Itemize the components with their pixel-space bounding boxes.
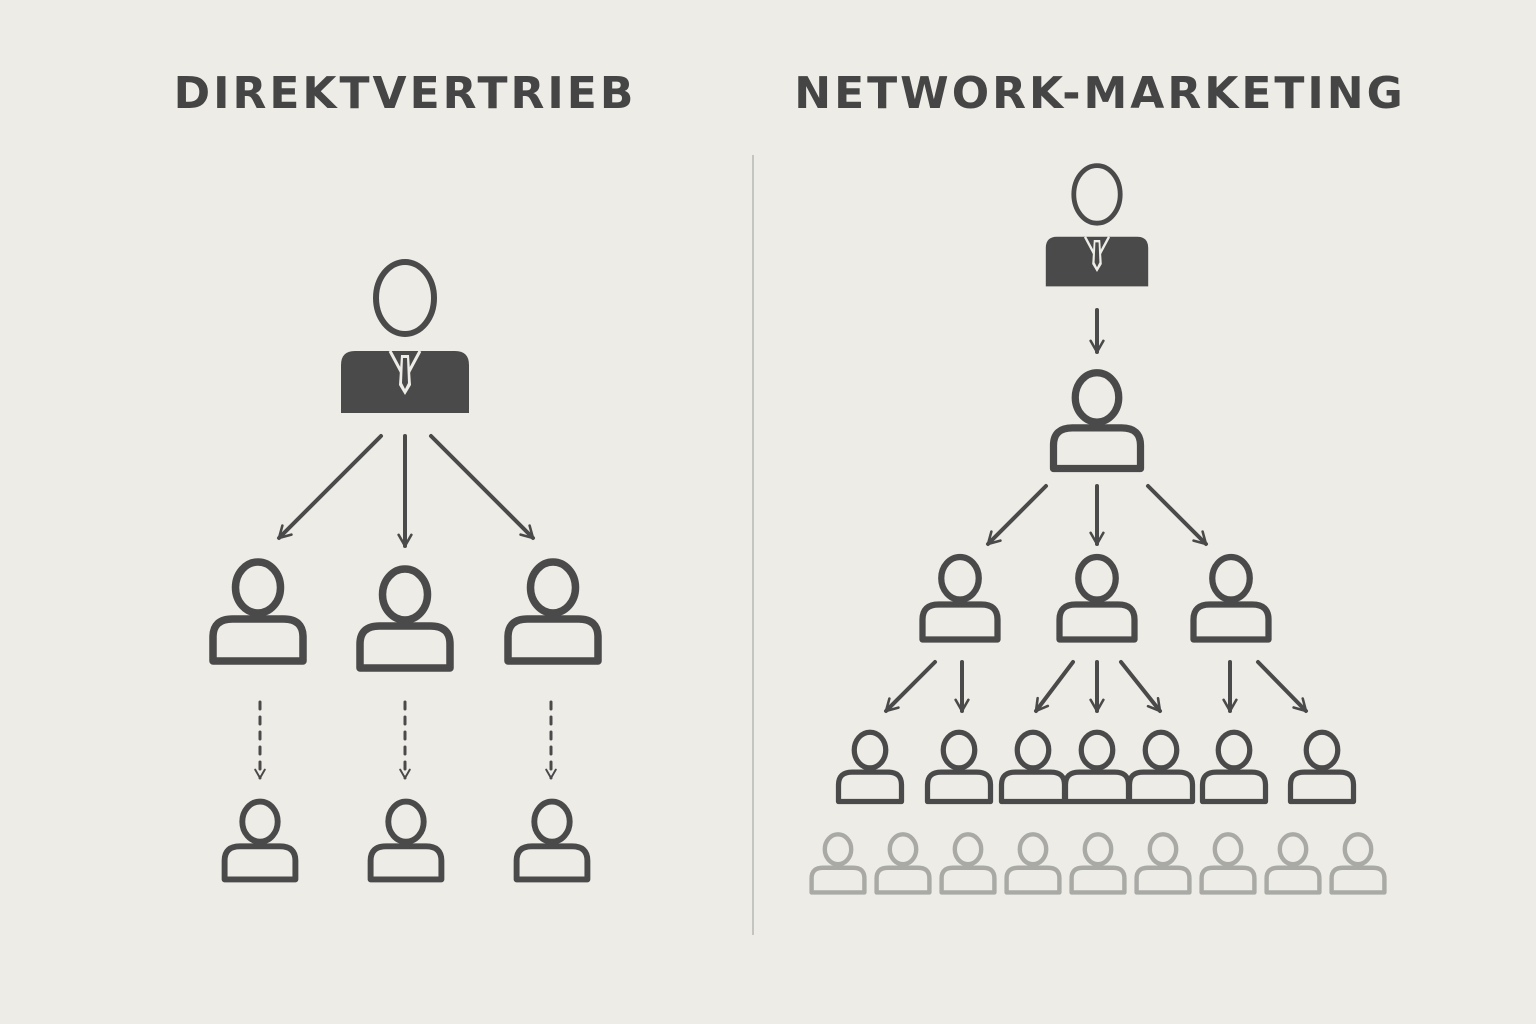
- person-icon: [1291, 732, 1354, 801]
- person-icon: [1060, 557, 1135, 640]
- faded-person-icon: [877, 834, 930, 892]
- person-icon: [371, 802, 442, 880]
- arrow-icon: [429, 434, 535, 540]
- arrow-icon: [884, 660, 937, 713]
- faded-person-icon: [1007, 834, 1060, 892]
- person-icon: [360, 569, 450, 668]
- direct-sales-title: DIREKTVERTRIEB: [173, 68, 637, 119]
- arrow-icon: [1119, 660, 1162, 713]
- faded-person-icon: [942, 834, 995, 892]
- person-icon: [1054, 373, 1141, 469]
- faded-person-icon: [1137, 834, 1190, 892]
- faded-person-icon: [1332, 834, 1385, 892]
- network-marketing-title: NETWORK-MARKETING: [794, 68, 1406, 119]
- arrow-icon: [1034, 660, 1075, 713]
- faded-person-icon: [1267, 834, 1320, 892]
- arrow-icon: [1146, 484, 1208, 546]
- faded-person-icon: [1202, 834, 1255, 892]
- person-icon: [213, 562, 303, 661]
- direct-sales-diagram: [213, 262, 598, 879]
- person-icon: [508, 562, 598, 661]
- person-icon: [225, 802, 296, 880]
- person-icon: [1130, 732, 1193, 801]
- person-icon: [1194, 557, 1269, 640]
- person-icon: [923, 557, 998, 640]
- person-icon: [517, 802, 588, 880]
- faded-person-icon: [1072, 834, 1125, 892]
- arrow-icon: [277, 434, 383, 540]
- arrow-icon: [986, 484, 1048, 546]
- person-icon: [1002, 732, 1065, 801]
- faded-person-icon: [812, 834, 865, 892]
- person-icon: [1066, 732, 1129, 801]
- arrow-icon: [1256, 660, 1308, 713]
- person-icon: [839, 732, 902, 801]
- businessman-icon: [1046, 166, 1148, 287]
- businessman-icon: [341, 262, 469, 413]
- network-marketing-diagram: [812, 166, 1385, 893]
- person-icon: [928, 732, 991, 801]
- person-icon: [1203, 732, 1266, 801]
